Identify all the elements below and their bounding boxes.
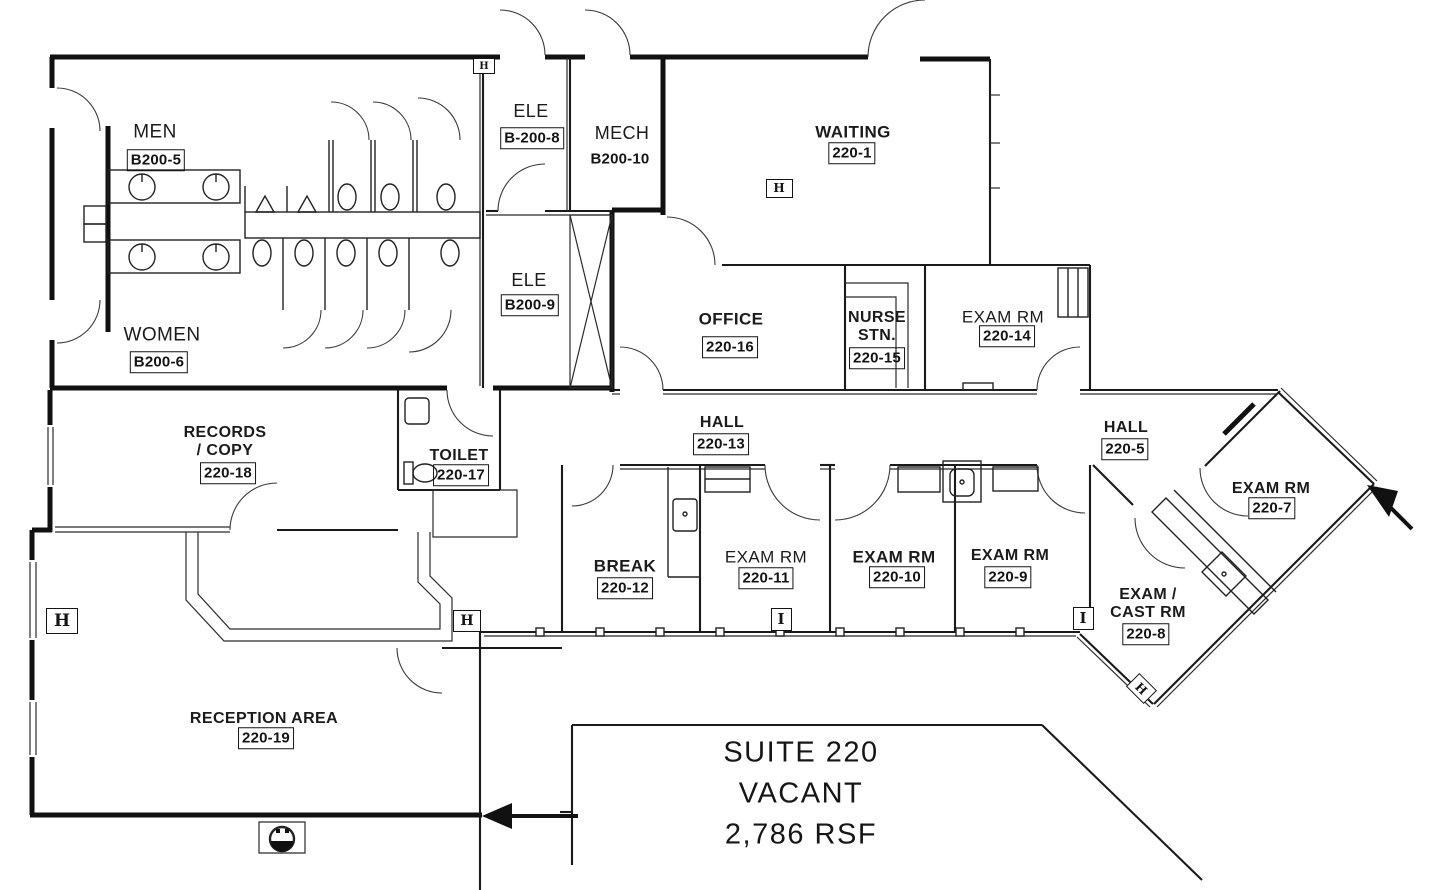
toilet-icon <box>436 183 456 211</box>
suite-area: 2,786 RSF <box>724 818 878 851</box>
toilet-icon <box>380 183 400 211</box>
room-number-exam-9: 220-9 <box>984 566 1032 588</box>
wall-marker-h-6: H <box>1125 672 1157 704</box>
room-label-mech: MECH <box>594 122 650 143</box>
wall-marker-i-5: I <box>1072 606 1094 630</box>
shaft-x-brace <box>569 214 613 389</box>
suite-title: SUITE 220 <box>723 736 879 769</box>
toilet-icon <box>294 239 314 267</box>
room-number-break: 220-12 <box>597 577 653 599</box>
room-number-exam-7: 220-7 <box>1248 497 1296 519</box>
toilet-icon <box>412 463 438 483</box>
room-number-exam-cast: 220-8 <box>1122 623 1170 645</box>
room-number-exam-11: 220-11 <box>738 567 794 589</box>
room-label-exam-11: EXAM RM <box>724 547 808 567</box>
sink-icon <box>949 468 975 497</box>
room-number-toilet: 220-17 <box>433 464 489 486</box>
wall-marker-h-0: H <box>473 58 495 74</box>
symbols <box>268 214 1414 853</box>
room-number-hall-13: 220-13 <box>693 433 749 455</box>
sink-icon <box>672 498 698 532</box>
toilet-icon <box>337 183 357 211</box>
room-label-exam-9: EXAM RM <box>970 547 1050 565</box>
room-number-waiting: 220-1 <box>828 142 876 164</box>
door-swings <box>56 0 1249 694</box>
room-label-men: MEN <box>133 121 177 143</box>
room-label-exam-cast: EXAM /CAST RM <box>1110 586 1186 621</box>
room-number-ele-upper: B-200-8 <box>500 127 564 149</box>
room-label-toilet: TOILET <box>429 447 489 465</box>
suite-status: VACANT <box>738 777 864 810</box>
room-number-office: 220-16 <box>702 336 758 358</box>
entry-arrow-icon <box>482 803 578 829</box>
room-label-break: BREAK <box>593 556 657 576</box>
room-number-ele-lower: B200-9 <box>500 294 560 316</box>
room-label-waiting: WAITING <box>815 122 891 142</box>
toilet-icon <box>336 239 356 267</box>
room-number-men: B200-5 <box>126 149 186 171</box>
urinal-icon <box>254 194 276 213</box>
toilet-icon <box>440 239 460 267</box>
room-label-exam-14: EXAM RM <box>961 307 1045 327</box>
room-number-women: B200-6 <box>129 351 189 373</box>
room-number-mech: B200-10 <box>590 150 650 168</box>
partition-walls <box>277 57 1375 890</box>
sink-icon <box>404 397 430 425</box>
room-label-exam-7: EXAM RM <box>1231 480 1311 498</box>
room-label-exam-10: EXAM RM <box>852 547 936 567</box>
thin-walls <box>29 57 1378 854</box>
entry-arrow-icon <box>1367 485 1414 531</box>
room-number-reception: 220-19 <box>238 727 294 749</box>
wall-marker-i-4: I <box>770 607 792 631</box>
room-label-women: WOMEN <box>123 324 201 346</box>
room-label-hall-13: HALL <box>699 414 745 432</box>
room-number-exam-14: 220-14 <box>979 325 1035 347</box>
room-label-hall-5: HALL <box>1103 419 1149 437</box>
room-label-ele-upper: ELE <box>513 100 549 121</box>
room-label-reception: RECEPTION AREA <box>189 710 339 728</box>
restroom-fixtures <box>83 140 481 310</box>
urinal-icon <box>296 194 318 213</box>
room-label-ele-lower: ELE <box>511 269 547 290</box>
wall-marker-h-2: H <box>46 608 78 634</box>
room-number-nurse-station: 220-15 <box>849 347 905 369</box>
suite-fixtures <box>403 267 1277 637</box>
room-number-hall-5: 220-5 <box>1101 438 1149 460</box>
room-label-records-copy: RECORDS/ COPY <box>183 424 267 459</box>
room-number-exam-10: 220-10 <box>869 566 925 588</box>
sink-icon <box>1201 551 1247 597</box>
room-label-office: OFFICE <box>698 309 764 329</box>
wall-marker-h-1: H <box>765 178 793 198</box>
wall-marker-h-3: H <box>453 610 481 632</box>
toilet-icon <box>252 239 272 267</box>
toilet-icon <box>378 239 398 267</box>
room-number-records-copy: 220-18 <box>200 462 256 484</box>
